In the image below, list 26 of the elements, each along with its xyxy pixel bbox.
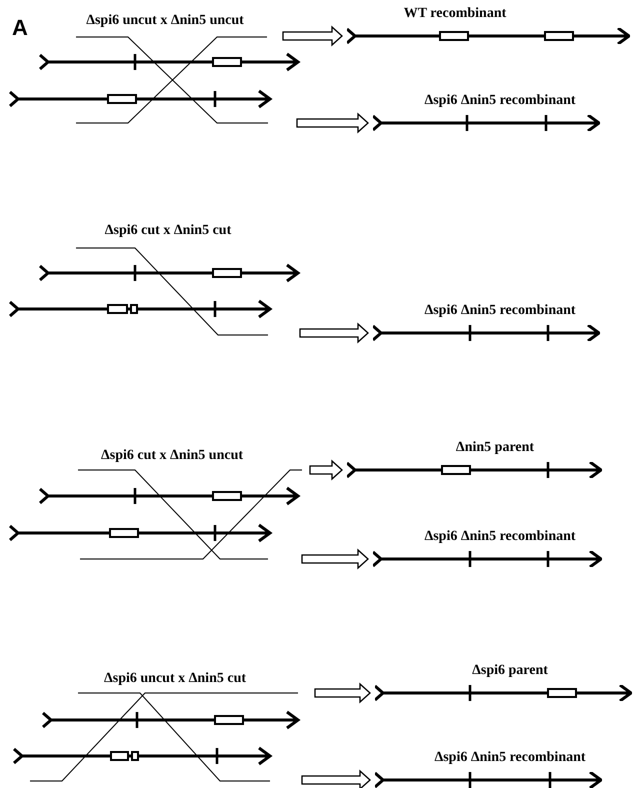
cross-title: Δspi6 uncut x Δnin5 uncut — [86, 13, 244, 28]
block-arrow — [301, 548, 369, 570]
product-label: Δspi6 parent — [472, 663, 548, 679]
chromosome-product — [347, 440, 602, 478]
cross-title: Δspi6 cut x Δnin5 cut — [104, 223, 232, 238]
chromosome-product — [373, 93, 600, 131]
chromosome-product — [375, 750, 602, 788]
chromosome-product — [373, 529, 602, 567]
block-arrow — [301, 770, 371, 788]
chromosome-product — [347, 6, 630, 44]
product-label: Δspi6 Δnin5 recombinant — [424, 93, 576, 109]
product-label: Δspi6 Δnin5 recombinant — [424, 529, 576, 545]
panel-letter: A — [12, 15, 28, 40]
product-label: Δspi6 Δnin5 recombinant — [424, 303, 576, 319]
cross-title: Δspi6 uncut x Δnin5 cut — [104, 671, 246, 686]
block-arrow — [314, 682, 371, 704]
block-arrow — [296, 112, 369, 134]
cross-title: Δspi6 cut x Δnin5 uncut — [100, 448, 244, 463]
block-arrow — [299, 322, 369, 344]
product-label: Δnin5 parent — [456, 440, 534, 456]
product-label: WT recombinant — [404, 6, 506, 22]
block-arrow — [282, 26, 343, 46]
chromosome-product — [375, 663, 632, 701]
chromosome-product — [373, 303, 600, 341]
block-arrow — [309, 460, 343, 480]
product-label: Δspi6 Δnin5 recombinant — [434, 750, 586, 766]
